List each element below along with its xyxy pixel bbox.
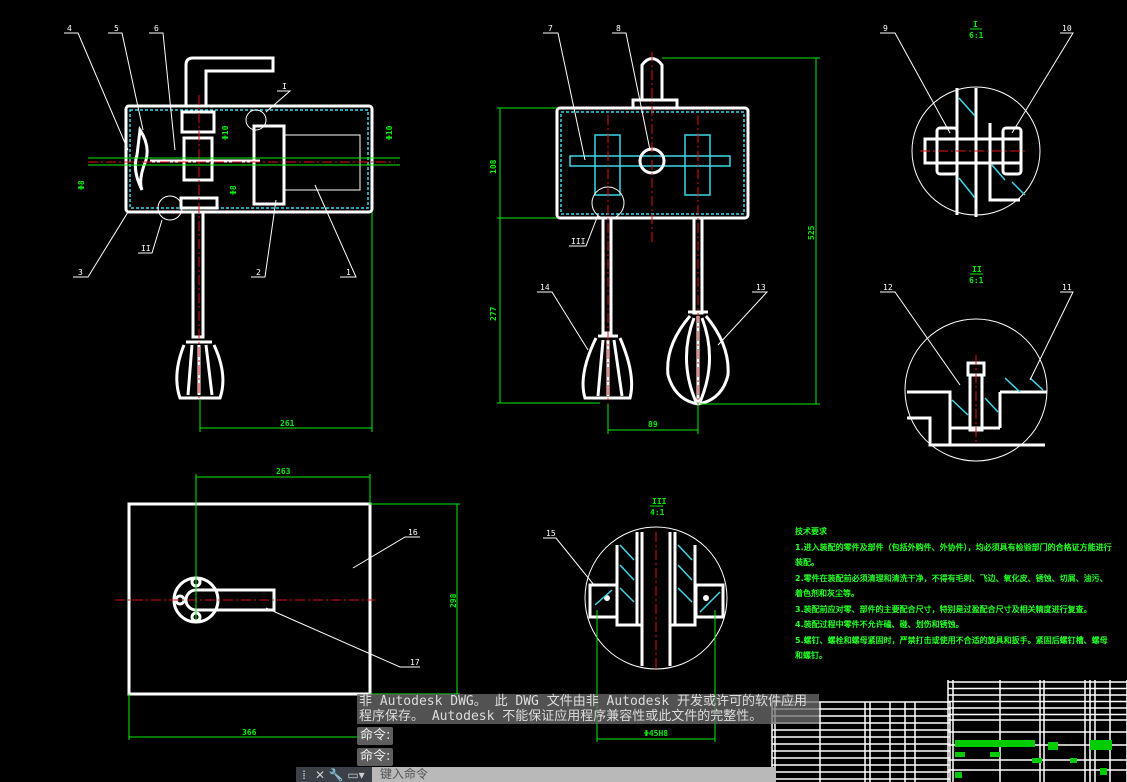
dim-bearing-fit: Φ45H8 xyxy=(644,729,668,738)
part-label: 3 xyxy=(78,268,83,277)
detail-II: II 6:1 12 11 xyxy=(880,265,1074,462)
dim-side-bottom: 277 xyxy=(489,306,498,321)
part-label: 12 xyxy=(883,283,893,292)
dim-top-width: 366 xyxy=(242,728,257,737)
tech-item: 2.零件在装配前必须清理和清洗干净，不得有毛刺、飞边、氧化皮、锈蚀、切屑、油污、… xyxy=(795,573,1108,599)
part-label: 9 xyxy=(883,24,888,33)
dim-front-width: 261 xyxy=(280,419,295,428)
dim-side-spacing: 89 xyxy=(648,420,658,429)
title-block xyxy=(771,680,1127,782)
detail-title: I xyxy=(973,20,978,29)
part-label: 13 xyxy=(756,283,766,292)
dim-side-total: 525 xyxy=(807,225,816,240)
detail-scale: 4:1 xyxy=(650,508,665,517)
part-label: 17 xyxy=(410,658,420,667)
part-label: 16 xyxy=(408,528,418,537)
dim-side-top: 108 xyxy=(489,159,498,174)
part-label: 15 xyxy=(546,529,556,538)
front-view: 261 Φ8 Φ10 Φ8 Φ10 4 5 6 I 3 II 2 1 xyxy=(64,24,400,432)
command-window-icon[interactable]: ▭▾ xyxy=(347,767,365,782)
dim-dia: Φ10 xyxy=(385,125,394,140)
top-view: 263 366 298 16 17 xyxy=(115,467,460,740)
part-label: I xyxy=(282,82,287,91)
tech-item: 3.装配前应对零、部件的主要配合尺寸，特别是过盈配合尺寸及相关精度进行复查。 xyxy=(795,604,1092,614)
detail-scale: 6:1 xyxy=(969,276,984,285)
part-label: 5 xyxy=(114,24,119,33)
detail-title: II xyxy=(972,265,982,274)
command-input[interactable]: 键入命令 xyxy=(372,767,776,782)
dim-dia: Φ10 xyxy=(221,125,230,140)
command-history-message: 非 Autodesk DWG。 此 DWG 文件由非 Autodesk 开发或许… xyxy=(357,694,819,724)
part-label: 7 xyxy=(548,24,553,33)
detail-scale: 6:1 xyxy=(969,31,984,40)
detail-III: III 4:1 Φ45H8 15 xyxy=(543,497,728,742)
part-label: 2 xyxy=(256,268,261,277)
command-history-prompt: 命令: xyxy=(357,748,394,766)
part-label: 8 xyxy=(616,24,621,33)
technical-requirements: 技术要求 1.进入装配的零件及部件（包括外购件、外协件），均必须具有检验部门的合… xyxy=(795,524,1115,664)
part-label: 1 xyxy=(346,268,351,277)
tech-title: 技术要求 xyxy=(795,527,827,536)
dim-dia: Φ8 xyxy=(77,180,86,190)
dim-top-height: 298 xyxy=(449,593,458,608)
part-label: II xyxy=(141,244,151,253)
dim-top-offset: 263 xyxy=(276,467,291,476)
command-history-prompt: 命令: xyxy=(357,727,394,745)
part-label: 14 xyxy=(540,283,550,292)
part-label: III xyxy=(571,237,586,246)
side-view: 108 277 525 89 7 8 III 14 13 xyxy=(489,24,820,434)
part-label: 4 xyxy=(67,24,72,33)
dim-dia: Φ8 xyxy=(229,185,238,195)
detail-I: I 6:1 9 10 xyxy=(880,20,1074,217)
part-label: 10 xyxy=(1062,24,1072,33)
detail-title: III xyxy=(652,497,667,506)
tech-item: 5.螺钉、螺栓和螺母紧固时，严禁打击或使用不合适的旋具和扳手。紧固后螺钉槽、螺母… xyxy=(795,635,1108,661)
part-label: 6 xyxy=(154,24,159,33)
tech-item: 1.进入装配的零件及部件（包括外购件、外协件），均必须具有检验部门的合格证方能进… xyxy=(795,542,1112,568)
close-icon[interactable]: ✕ xyxy=(314,767,326,782)
wrench-icon[interactable]: 🔧 xyxy=(328,767,344,782)
part-label: 11 xyxy=(1062,283,1072,292)
grip-icon[interactable]: ⁞ xyxy=(302,767,306,782)
tech-item: 4.装配过程中零件不允许磕、碰、划伤和锈蚀。 xyxy=(795,620,964,629)
command-line-bar: ⁞ ✕ 🔧 ▭▾ 键入命令 xyxy=(296,767,776,782)
